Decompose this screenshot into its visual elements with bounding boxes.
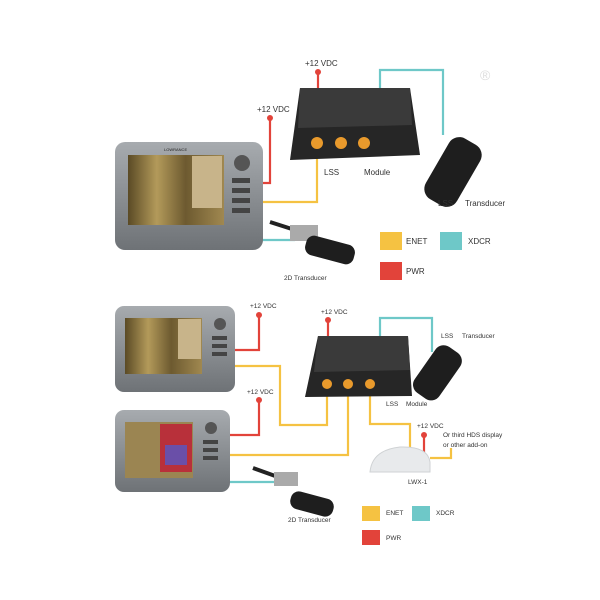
transducer-label: LSS <box>438 199 453 208</box>
enet-wire <box>262 150 319 204</box>
lwx-label: LWX-1 <box>408 479 428 486</box>
pwr-wire <box>235 315 261 352</box>
vdc-label: +12 VDC <box>321 309 348 316</box>
module-label: LSS <box>386 401 399 408</box>
legend-top: ENET XDCR PWR <box>380 232 491 280</box>
lss-transducer-icon <box>413 345 462 401</box>
legend-bottom: ENET XDCR PWR <box>362 506 455 545</box>
enet-wire <box>235 364 329 427</box>
pwr-swatch <box>380 262 402 280</box>
watermark-registered: ® <box>480 67 491 83</box>
lss-transducer-icon <box>424 137 482 207</box>
display-unit-icon <box>115 410 230 492</box>
power-terminal-icon <box>421 432 427 438</box>
enet-wire <box>430 448 453 460</box>
pwr-wire <box>228 400 261 437</box>
xdcr-swatch <box>440 232 462 250</box>
lss-module-icon <box>305 336 412 397</box>
pwr-wire <box>262 118 272 185</box>
legend-pwr: PWR <box>406 267 425 276</box>
addon-label: or other add-on <box>443 442 488 449</box>
module-label: LSS <box>324 168 339 177</box>
vdc-label: +12 VDC <box>305 59 338 68</box>
enet-wire <box>228 390 350 457</box>
legend-enet: ENET <box>386 510 403 517</box>
legend-enet: ENET <box>406 237 427 246</box>
legend-xdcr: XDCR <box>436 510 455 517</box>
module-label: Module <box>364 168 391 177</box>
enet-wire <box>368 390 412 448</box>
vdc-label: +12 VDC <box>257 105 290 114</box>
transducer-label: Transducer <box>465 199 506 208</box>
lss-module-icon <box>290 88 420 160</box>
module-label: Module <box>406 401 428 408</box>
pwr-swatch <box>362 530 380 545</box>
legend-pwr: PWR <box>386 535 401 542</box>
lwx-1-icon <box>369 446 431 473</box>
display-unit-icon <box>115 306 235 392</box>
transducer-2d-label: 2D Transducer <box>288 517 331 524</box>
legend-xdcr: XDCR <box>468 237 491 246</box>
power-terminal-icon <box>315 69 321 75</box>
power-terminal-icon <box>256 312 262 318</box>
enet-swatch <box>362 506 380 521</box>
transducer-label: LSS <box>441 333 454 340</box>
top-wires <box>262 68 445 242</box>
enet-swatch <box>380 232 402 250</box>
power-terminal-icon <box>267 115 273 121</box>
vdc-label: +12 VDC <box>250 303 277 310</box>
xdcr-wire <box>378 316 434 352</box>
vdc-label: +12 VDC <box>417 423 444 430</box>
vdc-label: +12 VDC <box>247 389 274 396</box>
transducer-2d-label: 2D Transducer <box>284 275 327 282</box>
power-terminal-icon <box>256 397 262 403</box>
transducer-2d-icon <box>269 220 355 265</box>
display-brand: LOWRANCE <box>164 147 187 152</box>
xdcr-swatch <box>412 506 430 521</box>
power-terminal-icon <box>325 317 331 323</box>
xdcr-wire <box>378 68 445 135</box>
addon-label: Or third HDS display <box>443 432 503 439</box>
transducer-2d-icon <box>252 466 334 517</box>
bottom-wires <box>228 315 453 484</box>
transducer-label: Transducer <box>462 333 495 340</box>
display-unit-icon: LOWRANCE <box>115 142 263 250</box>
